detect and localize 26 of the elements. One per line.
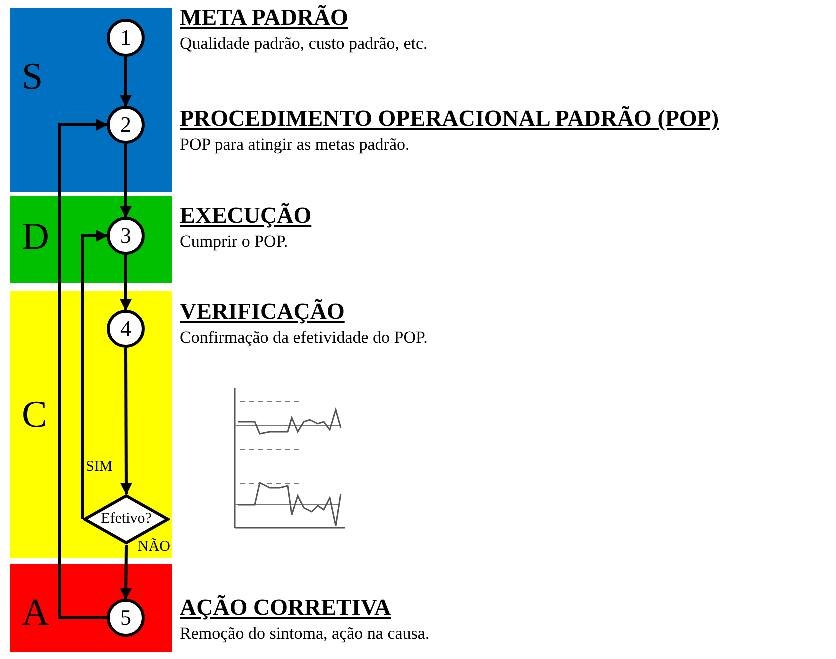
step-heading: AÇÃO CORRETIVA — [180, 594, 392, 622]
phase-band — [10, 564, 172, 652]
phase-letter: D — [22, 218, 50, 256]
arrow — [120, 544, 132, 600]
step-description: Confirmação da efetividade do POP. — [180, 326, 428, 348]
step-heading: META PADRÃO — [180, 4, 350, 32]
step-description: Cumprir o POP. — [180, 230, 290, 252]
arrow — [120, 348, 132, 496]
step-heading: EXECUÇÃO — [180, 202, 312, 230]
arrow — [120, 144, 132, 218]
edge-label: SIM — [86, 460, 113, 475]
phase-band — [10, 196, 172, 283]
arrow — [82, 230, 108, 521]
phase-band — [10, 8, 172, 192]
arrow — [120, 57, 132, 108]
step-description: Qualidade padrão, custo padrão, etc. — [180, 32, 428, 54]
step-heading: VERIFICAÇÃO — [180, 298, 346, 326]
phase-band — [10, 291, 172, 558]
phase-letter: S — [22, 58, 44, 96]
step-description: Remoção do sintoma, ação na causa. — [180, 622, 430, 644]
arrow — [58, 119, 108, 620]
phase-letter: C — [22, 396, 48, 434]
step-heading: PROCEDIMENTO OPERACIONAL PADRÃO (POP) — [180, 105, 720, 133]
phase-letter: A — [22, 594, 50, 632]
arrow — [120, 255, 132, 312]
step-description: POP para atingir as metas padrão. — [180, 134, 411, 155]
